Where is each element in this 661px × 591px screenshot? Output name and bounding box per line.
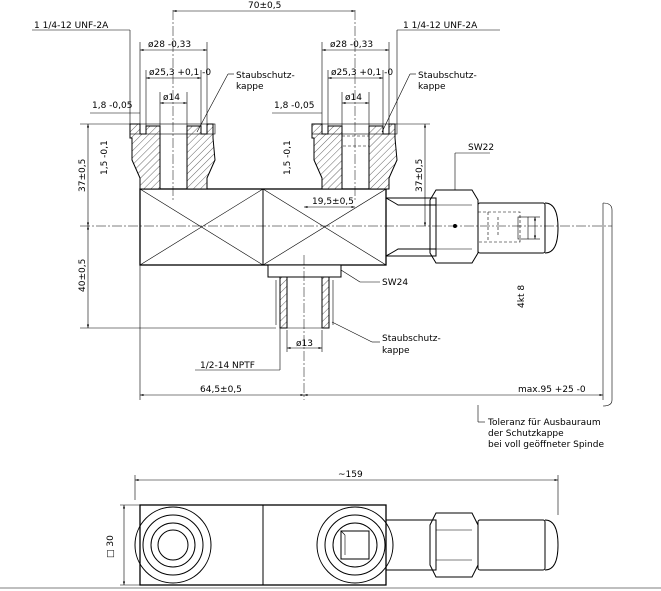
4kt8-label: 4kt 8 xyxy=(517,285,527,308)
thread-right: 1 1/4-12 UNF-2A xyxy=(403,21,478,31)
d15-left: 1,5 -0,1 xyxy=(100,140,110,175)
dia28-left: ø28 -0,33 xyxy=(148,40,191,50)
sq30: □ 30 xyxy=(106,535,116,558)
bottom-port xyxy=(267,255,342,400)
l645: 64,5±0,5 xyxy=(200,385,242,395)
sw22-label: SW22 xyxy=(468,143,494,153)
cap-label-left-2: kappe xyxy=(236,82,264,92)
lmax: max.95 +25 -0 xyxy=(518,385,586,395)
d18-right: 1,8 -0,05 xyxy=(274,101,314,111)
length159: ~159 xyxy=(338,470,363,480)
dia14-left: ø14 xyxy=(163,93,180,103)
cap-label-left-1: Staubschutz- xyxy=(236,71,295,81)
sw24-label: SW24 xyxy=(382,278,408,288)
h40: 40±0,5 xyxy=(78,259,88,292)
note-line-2: der Schutzkappe xyxy=(488,429,564,439)
dimensions-front: 70±0,5 1 1/4-12 UNF-2A 1 1/4-12 UNF-2A ø… xyxy=(32,1,613,450)
d18-left: 1,8 -0,05 xyxy=(92,101,132,111)
npt-label: 1/2-14 NPTF xyxy=(200,361,255,371)
front-view xyxy=(80,10,612,400)
cap-label-right-2: kappe xyxy=(418,82,446,92)
dia13: ø13 xyxy=(296,339,313,349)
cap-label-right-1: Staubschutz- xyxy=(418,71,477,81)
dim-spacing: 70±0,5 xyxy=(248,1,281,11)
cap-label-bottom-1: Staubschutz- xyxy=(382,334,441,344)
top-view: ~159 □ 30 xyxy=(0,470,661,589)
right-port xyxy=(311,10,398,200)
dia28-right: ø28 -0,33 xyxy=(330,40,373,50)
d15-right: 1,5 -0,1 xyxy=(283,140,293,175)
dia25-right: ø25,3 +0,1 -0 xyxy=(331,68,393,78)
note-line-1: Toleranz für Ausbauraum xyxy=(487,418,601,428)
h37-left: 37±0,5 xyxy=(78,159,88,192)
cap-label-bottom-2: kappe xyxy=(382,346,410,356)
note-line-3: bei voll geöffneter Spinde xyxy=(488,440,604,450)
h37-right: 37±0,5 xyxy=(415,159,425,192)
dia25-left: ø25,3 +0,1 -0 xyxy=(149,68,211,78)
thread-left: 1 1/4-12 UNF-2A xyxy=(34,21,109,31)
dia14-right: ø14 xyxy=(345,93,362,103)
valve-spindle xyxy=(385,189,559,264)
d195: 19,5±0,5 xyxy=(312,197,354,207)
left-port xyxy=(129,10,216,200)
